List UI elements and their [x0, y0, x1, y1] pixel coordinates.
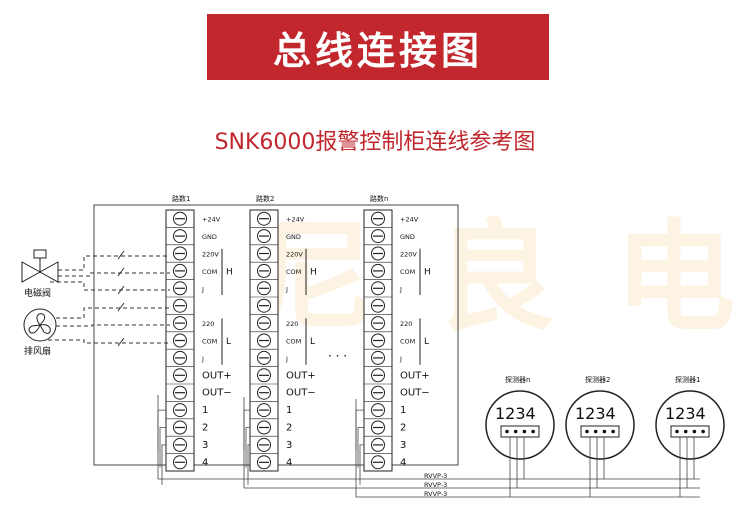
device-wiring	[48, 255, 170, 344]
terminal-label: 1	[202, 405, 208, 416]
terminal-label: COM	[400, 338, 415, 346]
detector-connector	[670, 425, 710, 438]
terminal-label: COM	[202, 338, 217, 346]
solenoid-valve-icon	[21, 249, 59, 283]
terminal-label: J	[201, 355, 204, 363]
cable-label: RVVP-3	[424, 490, 447, 498]
detector-icon	[655, 390, 725, 460]
terminal-label: 2	[202, 423, 208, 434]
channel-ellipsis: · · ·	[328, 349, 347, 363]
detector-connector	[500, 425, 540, 438]
terminal-label: GND	[286, 233, 301, 241]
terminal-label: J	[399, 285, 402, 293]
terminal-label: OUT−	[400, 388, 430, 399]
channel-label: 路数2	[256, 194, 274, 203]
terminal-label: 220V	[202, 251, 219, 259]
terminal-label: 4	[400, 457, 406, 468]
page-title: 总线连接图	[272, 28, 483, 73]
detector-label: 探测器2	[585, 375, 610, 384]
terminal-label: COM	[400, 268, 415, 276]
terminal-label: 220V	[400, 251, 417, 259]
detector-label: 探测器1	[675, 375, 700, 384]
terminal-label: OUT+	[400, 370, 430, 381]
terminal-label: J	[399, 355, 402, 363]
detector-digits: 1234	[495, 404, 536, 423]
terminal-label: 220	[286, 320, 298, 328]
terminal-label: +24V	[202, 216, 221, 224]
terminal-label: 2	[286, 423, 292, 434]
terminal-label: J	[285, 355, 288, 363]
detector-label: 探测器n	[505, 375, 530, 384]
detector-icon	[565, 390, 635, 460]
valve-label: 电磁阀	[24, 287, 51, 299]
channel-label: 路数1	[172, 194, 190, 203]
terminal-label: 3	[286, 440, 292, 451]
cable-label: RVVP-3	[424, 472, 447, 480]
terminal-label: 2	[400, 423, 406, 434]
detector-2: 探测器2 1234	[565, 375, 635, 460]
detector-icon	[485, 390, 555, 460]
terminal-label: 3	[202, 440, 208, 451]
detector-digits: 1234	[665, 404, 706, 423]
terminal-label: 1	[400, 405, 406, 416]
terminal-label: 4	[286, 457, 292, 468]
group-label-high: H	[424, 267, 431, 277]
terminal-label: +24V	[400, 216, 419, 224]
terminal-label: GND	[400, 233, 415, 241]
detector-3: 探测器1 1234	[655, 375, 725, 460]
group-label-high: H	[310, 267, 317, 277]
title-banner: 总线连接图	[207, 14, 549, 80]
terminal-label: 220	[400, 320, 412, 328]
detector-1: 探测器n 1234	[485, 375, 555, 460]
group-label-high: H	[226, 267, 233, 277]
detector-connector	[580, 425, 620, 438]
terminal-label: OUT+	[286, 370, 316, 381]
terminal-label: OUT−	[202, 388, 232, 399]
terminal-label: OUT+	[202, 370, 232, 381]
group-label-low: L	[310, 337, 315, 347]
group-label-low: L	[226, 337, 231, 347]
watermark: 尼良电子	[255, 209, 750, 348]
terminal-label: 220V	[286, 251, 303, 259]
terminal-label: 4	[202, 457, 208, 468]
terminal-label: GND	[202, 233, 217, 241]
terminal-label: J	[201, 285, 204, 293]
terminal-label: COM	[286, 338, 301, 346]
channel-label: 路数n	[370, 194, 388, 203]
terminal-label: 1	[286, 405, 292, 416]
terminal-label: +24V	[286, 216, 305, 224]
group-label-low: L	[424, 337, 429, 347]
terminal-label: COM	[202, 268, 217, 276]
terminal-label: J	[285, 285, 288, 293]
diagram-subtitle: SNK6000报警控制柜连线参考图	[214, 130, 536, 155]
terminal-label: OUT−	[286, 388, 316, 399]
switch-symbols	[117, 250, 125, 347]
fan-label: 排风扇	[24, 345, 51, 357]
detector-digits: 1234	[575, 404, 616, 423]
terminal-label: 3	[400, 440, 406, 451]
terminal-label: 220	[202, 320, 214, 328]
terminal-label: COM	[286, 268, 301, 276]
cable-label: RVVP-3	[424, 481, 447, 489]
exhaust-fan-icon	[23, 308, 57, 342]
